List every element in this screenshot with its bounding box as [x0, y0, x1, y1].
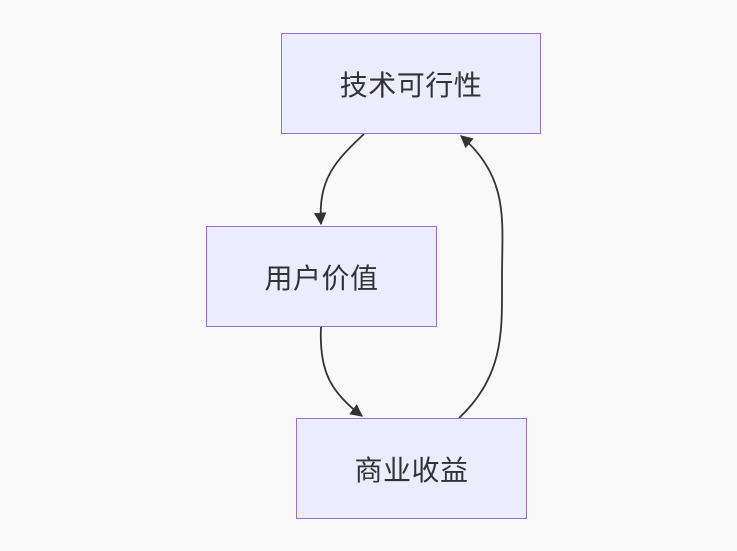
node-technical-feasibility: 技术可行性: [281, 33, 541, 134]
node-user-value: 用户价值: [206, 226, 437, 327]
node-label: 商业收益: [354, 453, 469, 487]
node-business-revenue: 商业收益: [296, 418, 527, 519]
edge-user-to-biz: [319, 326, 364, 417]
edge-biz-to-tech: [458, 135, 504, 419]
edge-tech-to-user: [313, 133, 365, 226]
node-label: 用户价值: [264, 261, 379, 295]
node-label: 技术可行性: [339, 68, 483, 102]
